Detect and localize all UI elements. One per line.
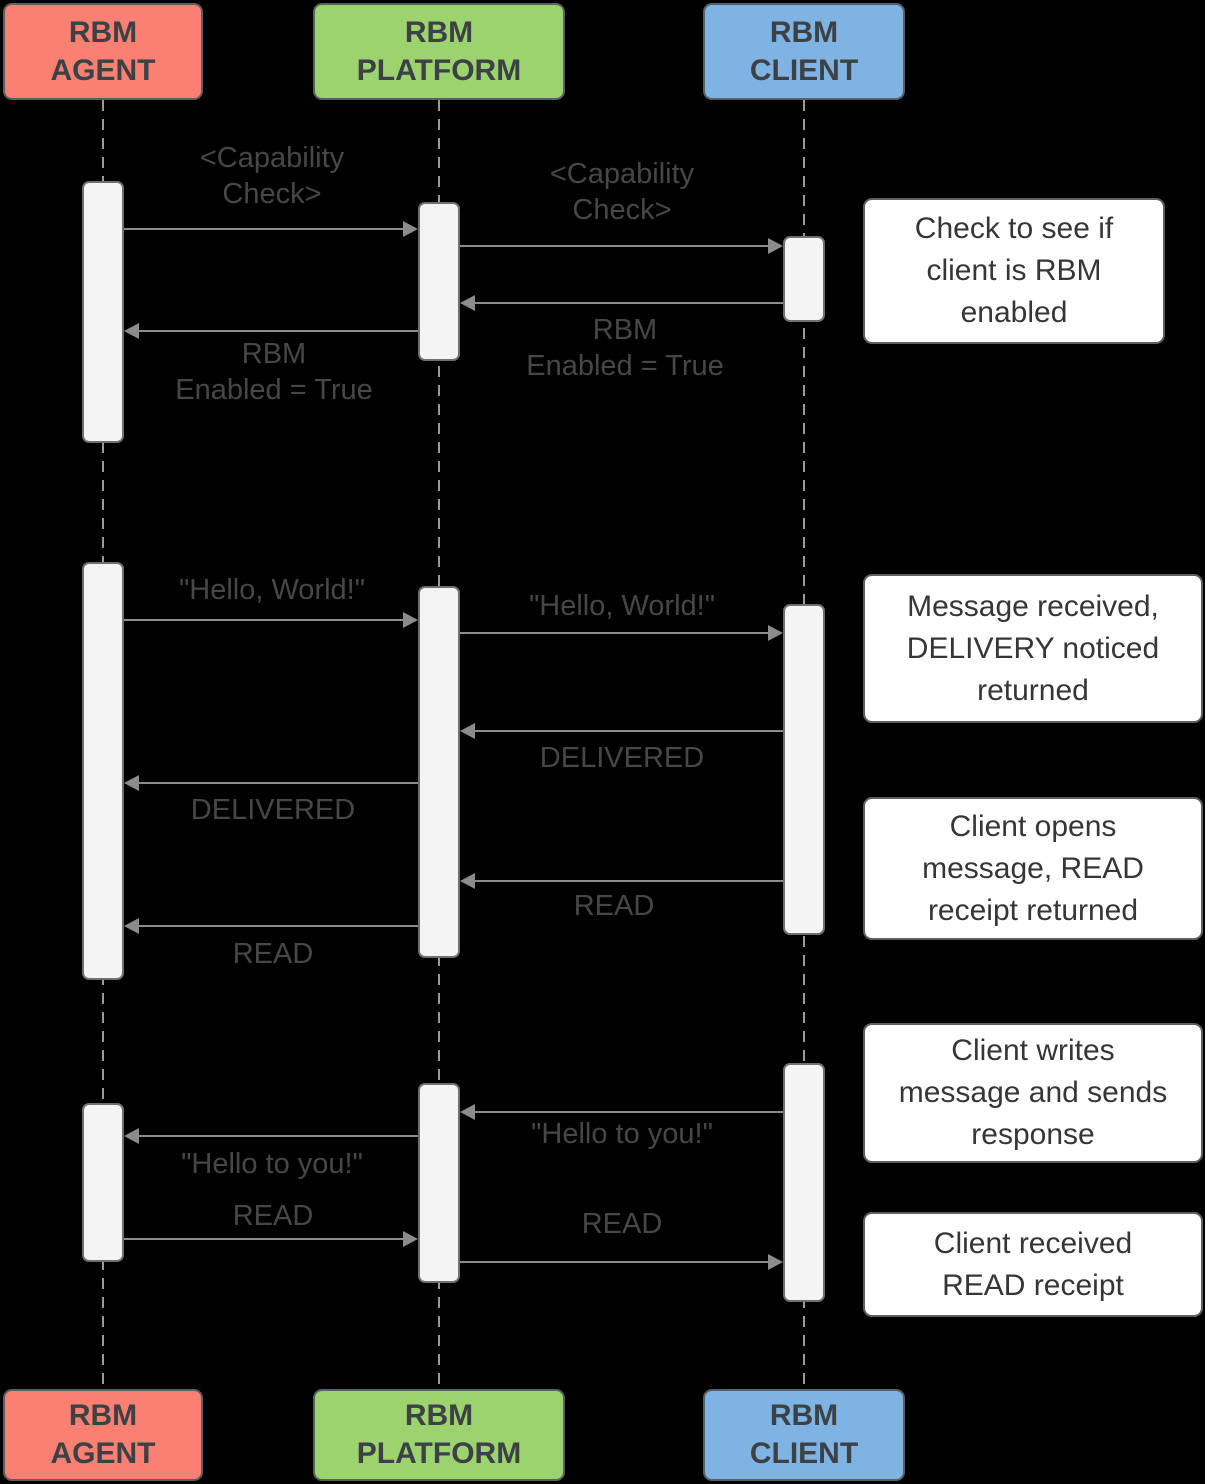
actor-box-platform-top: RBM PLATFORM <box>313 3 565 100</box>
actor-box-agent-bottom: RBM AGENT <box>3 1389 203 1481</box>
actor-box-client-top: RBM CLIENT <box>703 3 905 100</box>
note-box: Message received, DELIVERY noticed retur… <box>863 574 1203 723</box>
message-label: READ <box>232 1200 314 1232</box>
arrow-shaft <box>137 782 418 784</box>
arrow-shaft <box>124 1238 405 1240</box>
message-arrow <box>124 612 418 628</box>
arrowhead-icon <box>460 295 475 311</box>
actor-box-client-bottom: RBM CLIENT <box>703 1389 905 1481</box>
activation-bar-platform <box>418 1083 460 1283</box>
message-arrow <box>124 1128 418 1144</box>
message-label: "Hello, World!" <box>528 590 716 622</box>
arrow-shaft <box>460 632 770 634</box>
actor-label-line: RBM <box>769 15 839 49</box>
message-arrow <box>124 323 418 339</box>
actor-label-line: RBM <box>68 1399 138 1432</box>
message-label: "Hello to you!" <box>181 1148 363 1180</box>
message-arrow <box>124 775 418 791</box>
arrow-shaft <box>124 228 405 230</box>
actor-label-line: AGENT <box>50 1437 156 1470</box>
activation-bar-agent <box>82 562 124 980</box>
arrowhead-icon <box>768 238 783 254</box>
activation-bar-client <box>783 1063 825 1302</box>
message-arrow <box>460 238 783 254</box>
activation-bar-client <box>783 604 825 935</box>
message-label: READ <box>573 890 655 922</box>
note-box: Client received READ receipt <box>863 1212 1203 1317</box>
actor-label-line: PLATFORM <box>356 1437 522 1470</box>
arrow-shaft <box>137 1135 418 1137</box>
message-arrow <box>124 221 418 237</box>
arrow-shaft <box>460 245 770 247</box>
arrow-shaft <box>124 619 405 621</box>
activation-bar-platform <box>418 202 460 361</box>
message-arrow <box>460 295 783 311</box>
actor-label-line: RBM <box>404 1399 474 1432</box>
actor-box-platform-bottom: RBM PLATFORM <box>313 1389 565 1481</box>
actor-label-line: CLIENT <box>749 53 859 87</box>
arrowhead-icon <box>124 918 139 934</box>
message-label: <Capability Check> <box>549 158 695 226</box>
message-arrow <box>460 625 783 641</box>
arrow-shaft <box>473 880 783 882</box>
message-label: READ <box>581 1208 663 1240</box>
message-label: DELIVERED <box>539 742 705 774</box>
actor-label-line: RBM <box>769 1399 839 1432</box>
message-label: <Capability Check> <box>199 142 345 210</box>
arrow-shaft <box>137 330 418 332</box>
activation-bar-agent <box>82 181 124 443</box>
message-label: "Hello to you!" <box>531 1118 713 1150</box>
arrowhead-icon <box>403 221 418 237</box>
arrowhead-icon <box>124 323 139 339</box>
arrowhead-icon <box>460 1104 475 1120</box>
message-label: READ <box>232 938 314 970</box>
arrowhead-icon <box>768 1254 783 1270</box>
message-arrow <box>460 1104 783 1120</box>
arrowhead-icon <box>403 1231 418 1247</box>
message-arrow <box>460 1254 783 1270</box>
actor-label-line: RBM <box>68 15 138 49</box>
actor-label-line: AGENT <box>50 53 156 87</box>
arrow-shaft <box>473 730 783 732</box>
activation-bar-client <box>783 236 825 322</box>
activation-bar-platform <box>418 586 460 958</box>
arrowhead-icon <box>460 723 475 739</box>
activation-bar-agent <box>82 1103 124 1262</box>
note-box: Check to see if client is RBM enabled <box>863 198 1165 344</box>
arrow-shaft <box>137 925 418 927</box>
actor-label-line: CLIENT <box>749 1437 859 1470</box>
message-arrow <box>124 1231 418 1247</box>
arrowhead-icon <box>124 1128 139 1144</box>
note-box: Client opens message, READ receipt retur… <box>863 797 1203 940</box>
actor-label-line: PLATFORM <box>356 53 522 87</box>
actor-label-line: RBM <box>404 15 474 49</box>
actor-box-agent-top: RBM AGENT <box>3 3 203 100</box>
message-label: RBM Enabled = True <box>526 314 724 382</box>
message-arrow <box>124 918 418 934</box>
message-arrow <box>460 723 783 739</box>
arrow-shaft <box>473 302 783 304</box>
message-label: "Hello, World!" <box>178 574 366 606</box>
message-label: RBM Enabled = True <box>175 338 373 406</box>
arrow-shaft <box>460 1261 770 1263</box>
arrow-shaft <box>473 1111 783 1113</box>
message-label: DELIVERED <box>190 794 356 826</box>
note-box: Client writes message and sends response <box>863 1023 1203 1163</box>
message-arrow <box>460 873 783 889</box>
arrowhead-icon <box>124 775 139 791</box>
arrowhead-icon <box>460 873 475 889</box>
arrowhead-icon <box>403 612 418 628</box>
arrowhead-icon <box>768 625 783 641</box>
